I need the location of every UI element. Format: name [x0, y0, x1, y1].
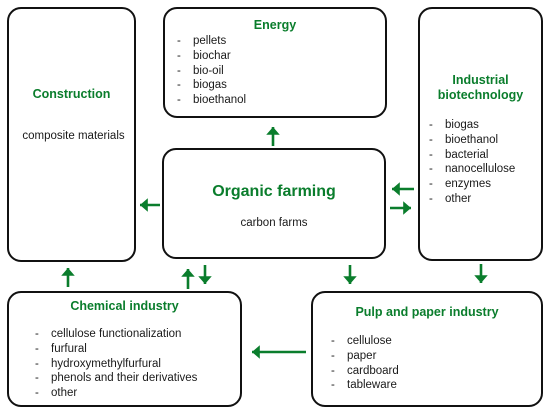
energy-list: pellets biochar bio-oil biogas bioethano… [177, 34, 246, 108]
chemical-industry-title: Chemical industry [70, 299, 179, 313]
construction-subtitle: composite materials [22, 130, 125, 142]
list-item: bacterial [429, 148, 515, 163]
list-item: hydroxymethylfurfural [35, 357, 197, 372]
industrial-biotech-list: biogas bioethanol bacterial nanocellulos… [429, 118, 515, 207]
list-item: bioethanol [177, 93, 246, 108]
list-item: cardboard [331, 364, 399, 379]
chemical-industry-list: cellulose functionalization furfural hyd… [35, 327, 197, 401]
industrial-biotech-title-line1: Industrial [452, 73, 509, 87]
list-item: phenols and their derivatives [35, 371, 197, 386]
list-item-continuation-text: nanocellulose [445, 163, 516, 176]
organic-farming-box: Organic farming carbon farms [162, 148, 386, 259]
list-item: cellulose functionalization [35, 327, 197, 342]
list-item: pellets [177, 34, 246, 49]
industrial-biotech-box: Industrial biotechnology biogas bioethan… [418, 7, 543, 261]
list-item: biochar [177, 49, 246, 64]
pulp-paper-list: cellulose paper cardboard tableware [331, 334, 399, 393]
list-item: paper [331, 349, 399, 364]
list-item: cellulose [331, 334, 399, 349]
list-item: furfural [35, 342, 197, 357]
construction-title: Construction [32, 87, 111, 101]
list-item: bioethanol [429, 133, 515, 148]
list-item: other [35, 386, 197, 401]
list-item: bio-oil [177, 64, 246, 79]
construction-box: Construction composite materials [7, 7, 136, 262]
industrial-biotech-title-line2: biotechnology [437, 88, 524, 102]
energy-box: Energy pellets biochar bio-oil biogas bi… [163, 7, 387, 118]
organic-farming-title: Organic farming [212, 183, 336, 200]
list-item: tableware [331, 378, 399, 393]
organic-farming-subtitle: carbon farms [240, 217, 308, 229]
list-item: biogas [177, 78, 246, 93]
pulp-paper-box: Pulp and paper industry cellulose paper … [311, 291, 543, 407]
list-item-continuation: nanocellulose [429, 162, 515, 177]
list-item: biogas [429, 118, 515, 133]
pulp-paper-title: Pulp and paper industry [355, 305, 499, 319]
chemical-industry-box: Chemical industry cellulose functionaliz… [7, 291, 242, 407]
list-item: enzymes [429, 177, 515, 192]
list-item: other [429, 192, 515, 207]
energy-title: Energy [253, 18, 297, 32]
